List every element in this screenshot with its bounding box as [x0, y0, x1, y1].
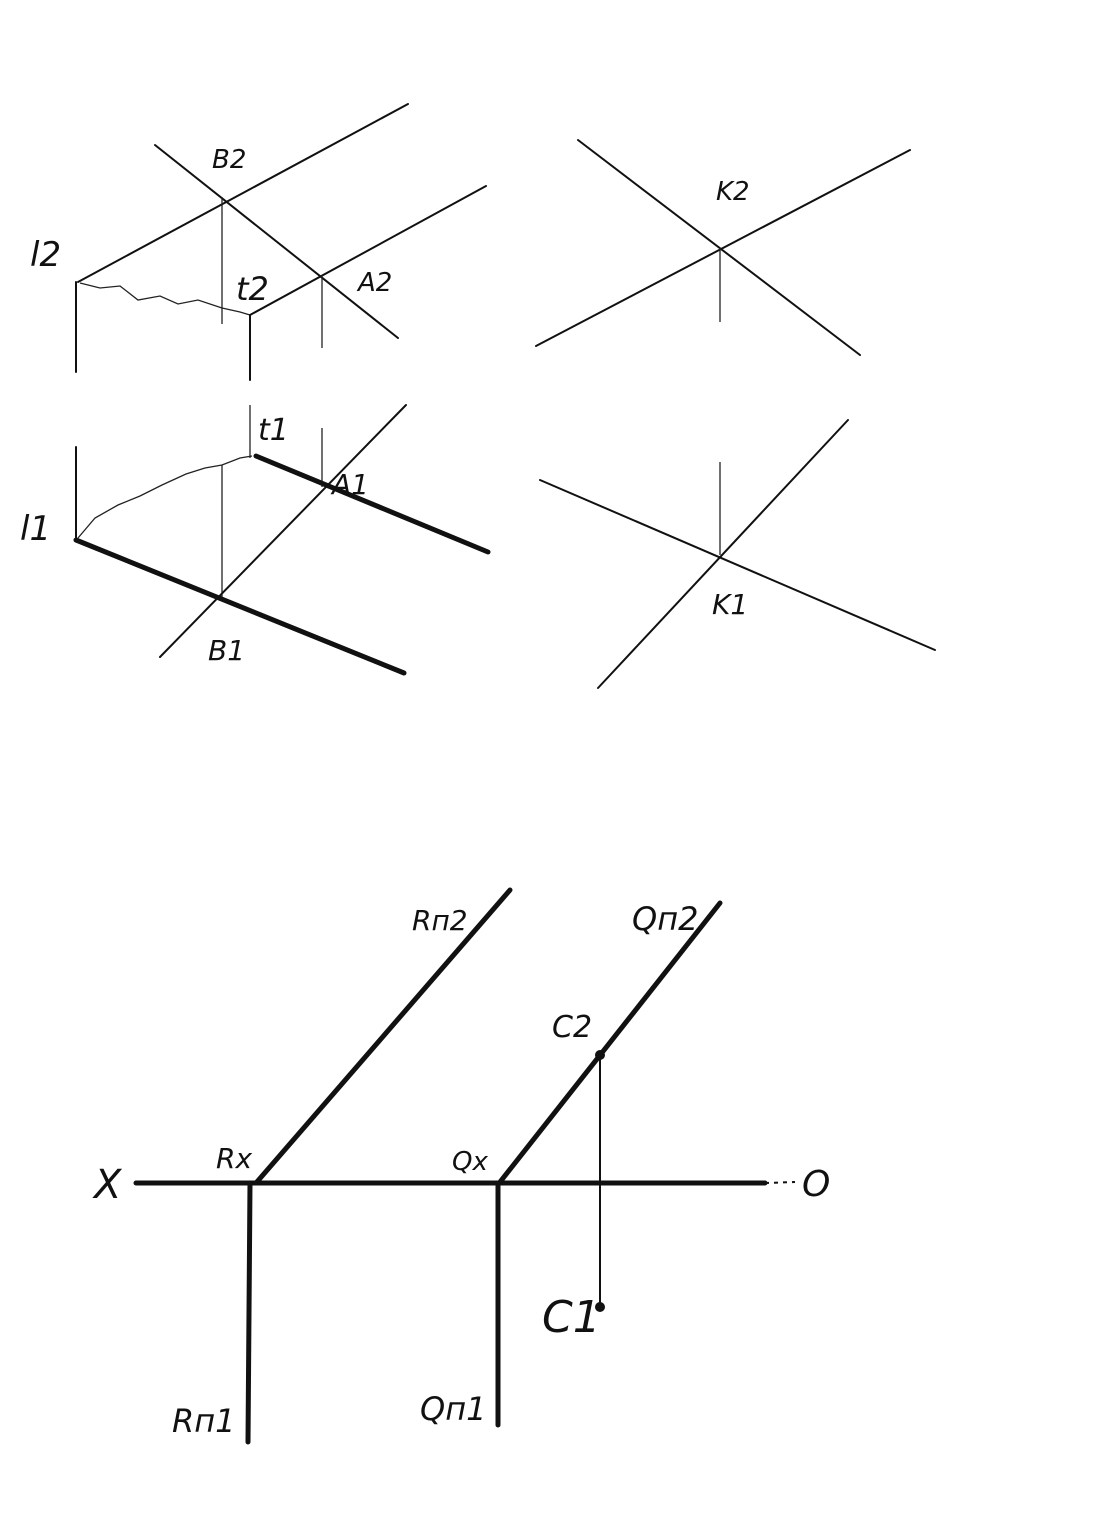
line-a2-upper — [249, 185, 487, 316]
trace-r-frontal — [253, 887, 513, 1186]
label-c2: C2 — [552, 1010, 592, 1045]
label-rp1: Rп1 — [172, 1402, 236, 1440]
trace-r-horizontal — [245, 1180, 253, 1445]
point-c2 — [595, 1050, 605, 1060]
line-k2-rising — [535, 149, 911, 347]
label-x: X — [92, 1162, 123, 1208]
label-b2: B2 — [212, 145, 246, 175]
label-c1: C1 — [542, 1292, 601, 1343]
figure-2-point-k: K2 K1 — [535, 139, 936, 689]
line-l1-b1 — [73, 537, 407, 676]
line-t1-a1 — [253, 453, 491, 555]
wavy-break-line-bottom — [77, 455, 253, 539]
label-a2: A2 — [356, 268, 392, 298]
label-a1: A1 — [330, 468, 369, 501]
label-o: O — [802, 1164, 830, 1205]
line-b2-a2-diagonal — [154, 144, 399, 339]
line-b1-a1-diagonal — [159, 404, 407, 658]
label-l2: l2 — [30, 235, 61, 275]
label-t1: t1 — [258, 413, 289, 448]
label-k2: K2 — [716, 177, 750, 207]
label-qp2: Qп2 — [632, 900, 698, 938]
line-k2-falling — [577, 139, 861, 356]
figure-3-plane-traces: Rп2 Qп2 C2 Rx Qx X O C1 Rп1 Qп1 — [92, 887, 830, 1445]
label-qx: Qx — [452, 1147, 488, 1177]
figure-1-intersecting-planes: B2 l2 t2 A2 t1 A1 l1 B1 — [20, 103, 491, 676]
label-k1: K1 — [712, 588, 748, 621]
label-qp1: Qп1 — [420, 1390, 486, 1428]
x-axis-dashed-end — [764, 1181, 796, 1184]
wavy-break-line-top — [79, 282, 251, 316]
line-b2-upper — [77, 103, 409, 283]
point-c1 — [595, 1302, 605, 1312]
label-rp2: Rп2 — [412, 904, 468, 937]
label-l1: l1 — [20, 509, 51, 549]
label-b1: B1 — [208, 634, 245, 667]
label-t2: t2 — [236, 270, 269, 308]
line-k1-rising — [597, 419, 849, 689]
trace-q-frontal — [497, 900, 723, 1185]
label-rx: Rx — [216, 1142, 252, 1175]
line-k1-falling — [539, 479, 936, 651]
